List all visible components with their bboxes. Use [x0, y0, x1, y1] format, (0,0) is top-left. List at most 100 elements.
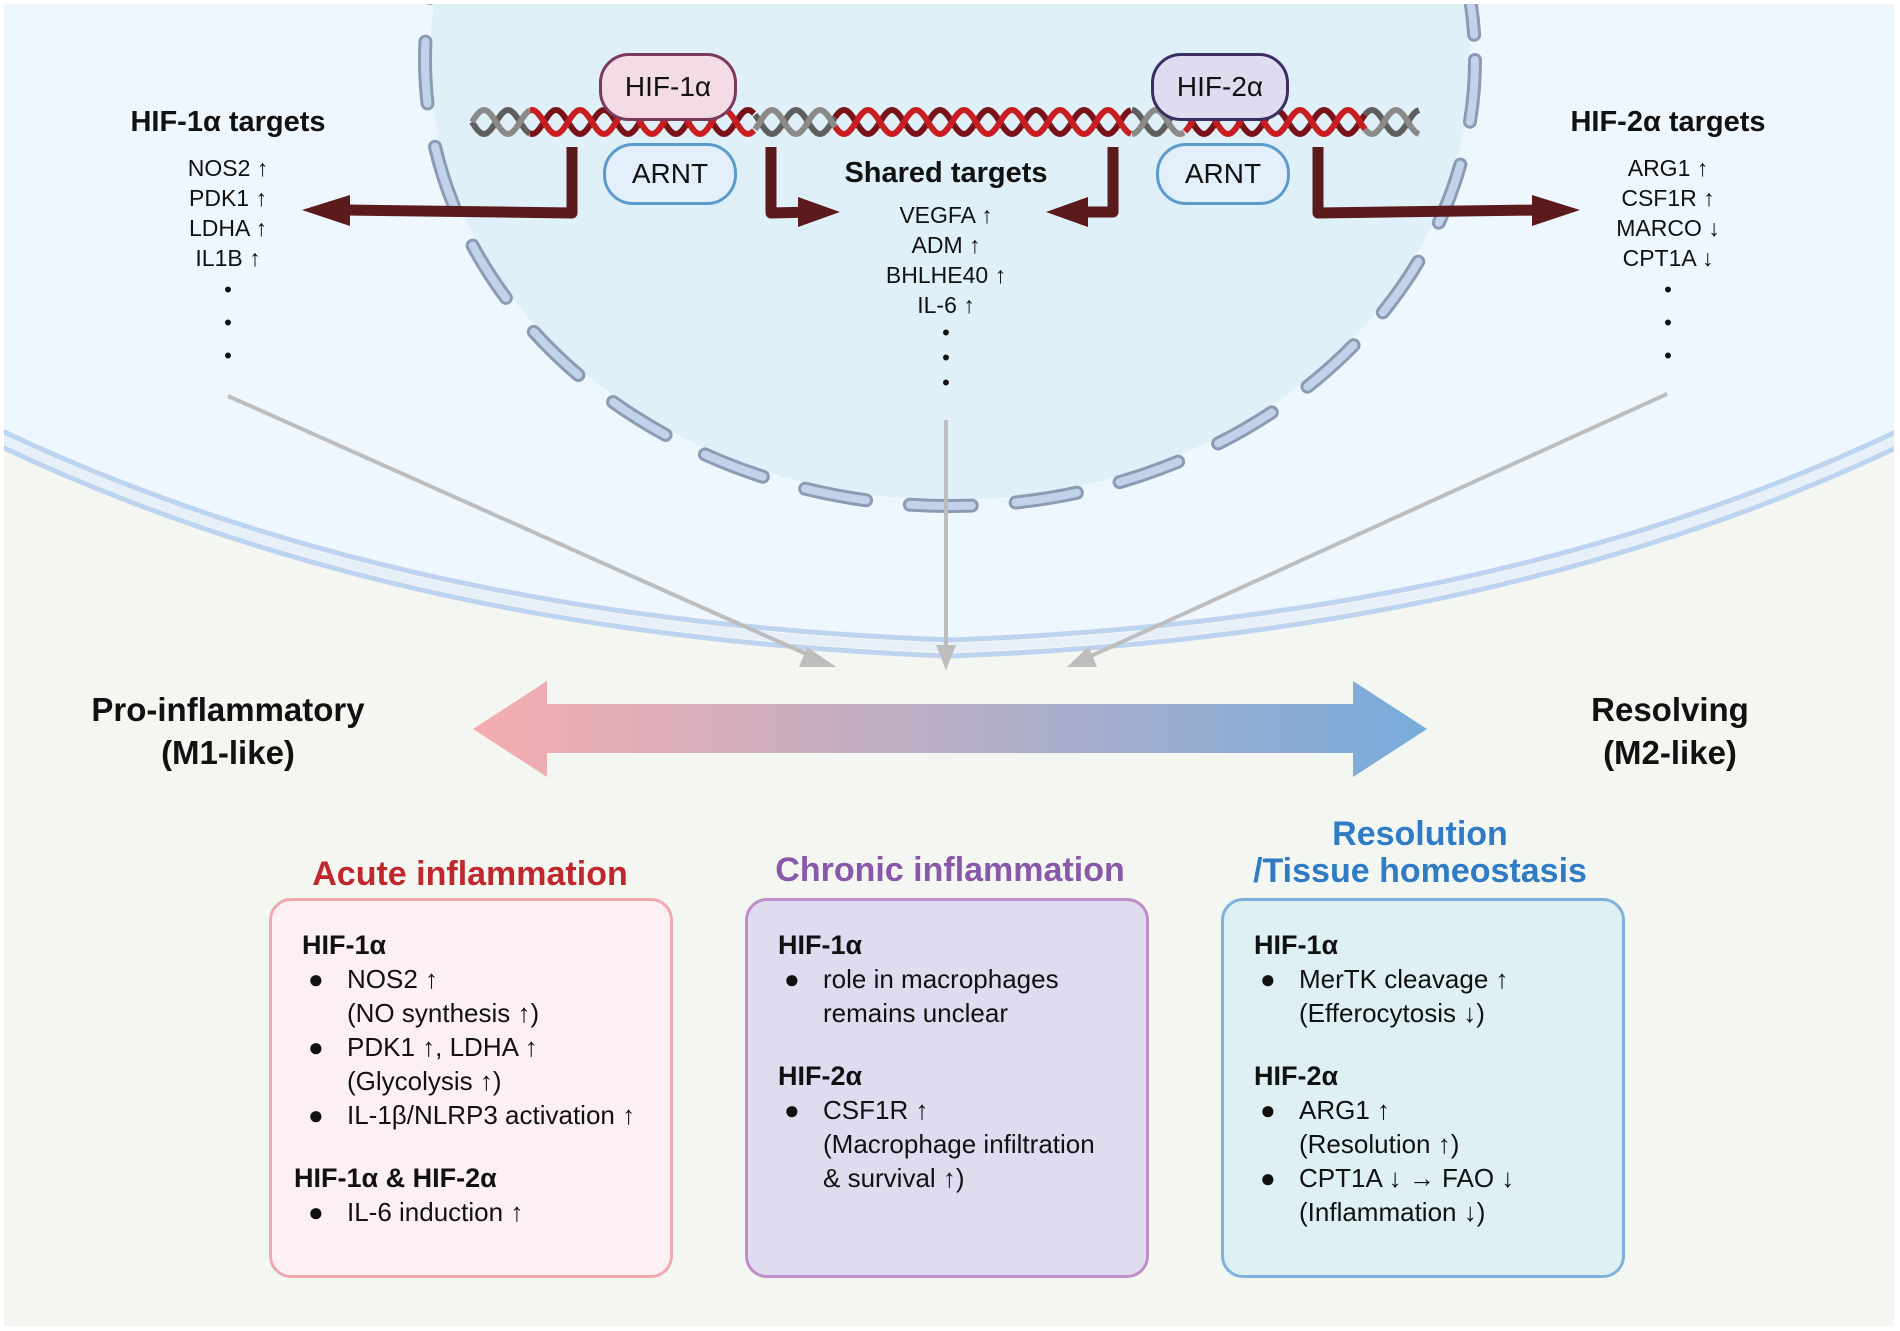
bullet-item: ● role in macrophages remains unclear	[778, 962, 1146, 1030]
hif1-targets-convergence-line	[227, 394, 821, 662]
bullet-item: ● ARG1 ↑ (Resolution ↑)	[1254, 1093, 1622, 1161]
gene-item: IL1B ↑	[195, 245, 261, 271]
hif2a-label: HIF-2α	[1176, 71, 1264, 102]
bullet-text-line: (Glycolysis ↑)	[347, 1066, 502, 1096]
bullet-text-line: IL-1β/NLRP3 activation ↑	[347, 1100, 636, 1130]
shared-gene-list: VEGFA ↑ ADM ↑ BHLHE40 ↑ IL-6 ↑	[826, 200, 1066, 320]
bullet-icon: ●	[308, 1100, 324, 1130]
arrowhead-left	[302, 195, 350, 226]
bullet-icon: ●	[308, 964, 324, 994]
bullet-item: ● PDK1 ↑, LDHA ↑ (Glycolysis ↑)	[302, 1030, 670, 1098]
section-gap	[302, 1132, 670, 1162]
bullet-text-line: (Resolution ↑)	[1299, 1129, 1460, 1159]
hif2-targets-convergence-line	[1081, 392, 1668, 662]
bullet-text-line: (Inflammation ↓)	[1299, 1197, 1486, 1227]
resolving-label: Resolving (M2-like)	[1591, 691, 1749, 771]
gene-item: NOS2 ↑	[187, 155, 269, 181]
bullet-item: ● IL-1β/NLRP3 activation ↑	[302, 1098, 670, 1132]
bullet-text-line: CPT1A ↓ → FAO ↓	[1299, 1163, 1515, 1193]
ellipsis-dots: • • •	[1664, 277, 1672, 368]
bullet-list: ● role in macrophages remains unclear	[778, 962, 1146, 1030]
ellipsis-dots: • • •	[942, 320, 950, 395]
spectrum-double-arrow	[473, 681, 1427, 777]
bullet-item: ●NOS2 ↑(NO synthesis ↑)	[302, 962, 670, 1030]
gene-item: ADM ↑	[911, 232, 981, 258]
dna-strand	[1362, 107, 1421, 137]
hif2-targets-title: HIF-2α targets	[1570, 106, 1766, 138]
gene-item: PDK1 ↑	[189, 185, 267, 211]
resolution-card: HIF-1α ● MerTK cleavage ↑ (Efferocytosis ↓)…	[1221, 898, 1625, 1278]
section-header: HIF-1α	[778, 930, 863, 960]
arrowhead-shared-left	[798, 197, 840, 227]
bullet-icon: ●	[1260, 1163, 1276, 1193]
hif2a-protein: HIF-2α	[1151, 53, 1289, 121]
gene-item: CPT1A ↓	[1622, 245, 1714, 271]
gene-item: BHLHE40 ↑	[885, 262, 1007, 288]
section-header: HIF-2α	[1254, 1061, 1339, 1091]
section-gap	[778, 1030, 1146, 1060]
bullet-text-line: IL-6 induction ↑	[347, 1197, 524, 1227]
shared-targets-group: Shared targets VEGFA ↑ ADM ↑ BHLHE40 ↑ I…	[826, 157, 1066, 395]
bullet-text-line: (Efferocytosis ↓)	[1299, 998, 1485, 1028]
arnt-right-label: ARNT	[1184, 158, 1262, 189]
acute-inflammation-card: HIF-1α●NOS2 ↑(NO synthesis ↑)●PDK1 ↑, LD…	[269, 898, 673, 1278]
bullet-icon: ●	[1260, 1095, 1276, 1125]
bullet-text-line: (NO synthesis ↑)	[347, 998, 540, 1028]
bullet-list: ● ARG1 ↑ (Resolution ↑) ● CPT1A ↓ → FAO ↓ (In…	[1254, 1093, 1622, 1229]
chronic-inflammation-card: HIF-1α ● role in macrophages remains unclea…	[745, 898, 1149, 1278]
bullet-list: ●CSF1R ↑(Macrophage infiltration& surviv…	[778, 1093, 1146, 1195]
convergence-arrows	[227, 392, 1668, 671]
hif1a-label: HIF-1α	[624, 71, 712, 102]
bullet-text-line: (Macrophage infiltration	[823, 1129, 1095, 1159]
bullet-text-line: role in macrophages	[823, 964, 1059, 994]
bullet-text-line: CSF1R ↑	[823, 1095, 929, 1125]
bullet-text-line: remains unclear	[823, 998, 1008, 1028]
arrowhead-right	[1532, 195, 1580, 226]
gene-item: ARG1 ↑	[1627, 155, 1709, 181]
bullet-icon: ●	[1260, 964, 1276, 994]
hif2-gene-list: ARG1 ↑ CSF1R ↑ MARCO ↓ CPT1A ↓	[1548, 153, 1788, 273]
hif2-to-hif2-targets-arrow	[1312, 147, 1539, 219]
bullet-icon: ●	[784, 964, 800, 994]
bullet-item: ● IL-6 induction ↑	[302, 1195, 670, 1229]
gene-item: LDHA ↑	[189, 215, 267, 241]
bullet-icon: ●	[308, 1197, 324, 1227]
gene-item: VEGFA ↑	[899, 202, 993, 228]
bullet-text-line: ARG1 ↑	[1299, 1095, 1391, 1125]
cell-membrane-outer	[4, 429, 1894, 643]
hif1-to-hif1-targets-arrow	[344, 147, 578, 219]
section-gap	[1254, 1030, 1622, 1060]
hif1-targets-title: HIF-1α targets	[130, 106, 326, 138]
arnt-left-protein: ARNT	[603, 143, 737, 205]
bullet-text-line: PDK1 ↑, LDHA ↑	[347, 1032, 538, 1062]
dna-strand	[752, 107, 838, 137]
bullet-text-line: MerTK cleavage ↑	[1299, 964, 1509, 994]
section-header: HIF-1α & HIF-2α	[294, 1163, 497, 1193]
section-header: HIF-2α	[778, 1061, 863, 1091]
dna-strand	[832, 107, 1133, 137]
gene-item: MARCO ↓	[1616, 215, 1720, 241]
bullet-list: ● MerTK cleavage ↑ (Efferocytosis ↓)	[1254, 962, 1622, 1030]
dna-strand	[1362, 107, 1421, 137]
hif1-gene-list: NOS2 ↑ PDK1 ↑ LDHA ↑ IL1B ↑	[108, 153, 348, 273]
section-header: HIF-1α	[302, 930, 387, 960]
bullet-list: ● IL-6 induction ↑	[302, 1195, 670, 1229]
gene-item: IL-6 ↑	[917, 292, 975, 318]
hif1-targets-group: HIF-1α targets NOS2 ↑ PDK1 ↑ LDHA ↑ IL1B…	[108, 106, 348, 372]
acute-inflammation-title: Acute inflammation	[312, 855, 628, 893]
bullet-list: ●NOS2 ↑(NO synthesis ↑)●PDK1 ↑, LDHA ↑(G…	[302, 962, 670, 1132]
dna-strand	[469, 106, 532, 138]
bullet-item: ● MerTK cleavage ↑ (Efferocytosis ↓)	[1254, 962, 1622, 1030]
dna-strand	[752, 107, 838, 137]
bullet-icon: ●	[308, 1032, 324, 1062]
arrowhead-shared-right	[1046, 197, 1088, 227]
resolution-title: Resolution /Tissue homeostasis	[1253, 815, 1587, 890]
section-header: HIF-1α	[1254, 930, 1339, 960]
hif1a-protein: HIF-1α	[599, 53, 737, 121]
bullet-item: ●CSF1R ↑(Macrophage infiltration& surviv…	[778, 1093, 1146, 1195]
bullet-text-line: & survival ↑)	[823, 1163, 965, 1193]
arnt-left-label: ARNT	[631, 158, 709, 189]
gene-item: CSF1R ↑	[1621, 185, 1715, 211]
bullet-item: ● CPT1A ↓ → FAO ↓ (Inflammation ↓)	[1254, 1161, 1622, 1229]
